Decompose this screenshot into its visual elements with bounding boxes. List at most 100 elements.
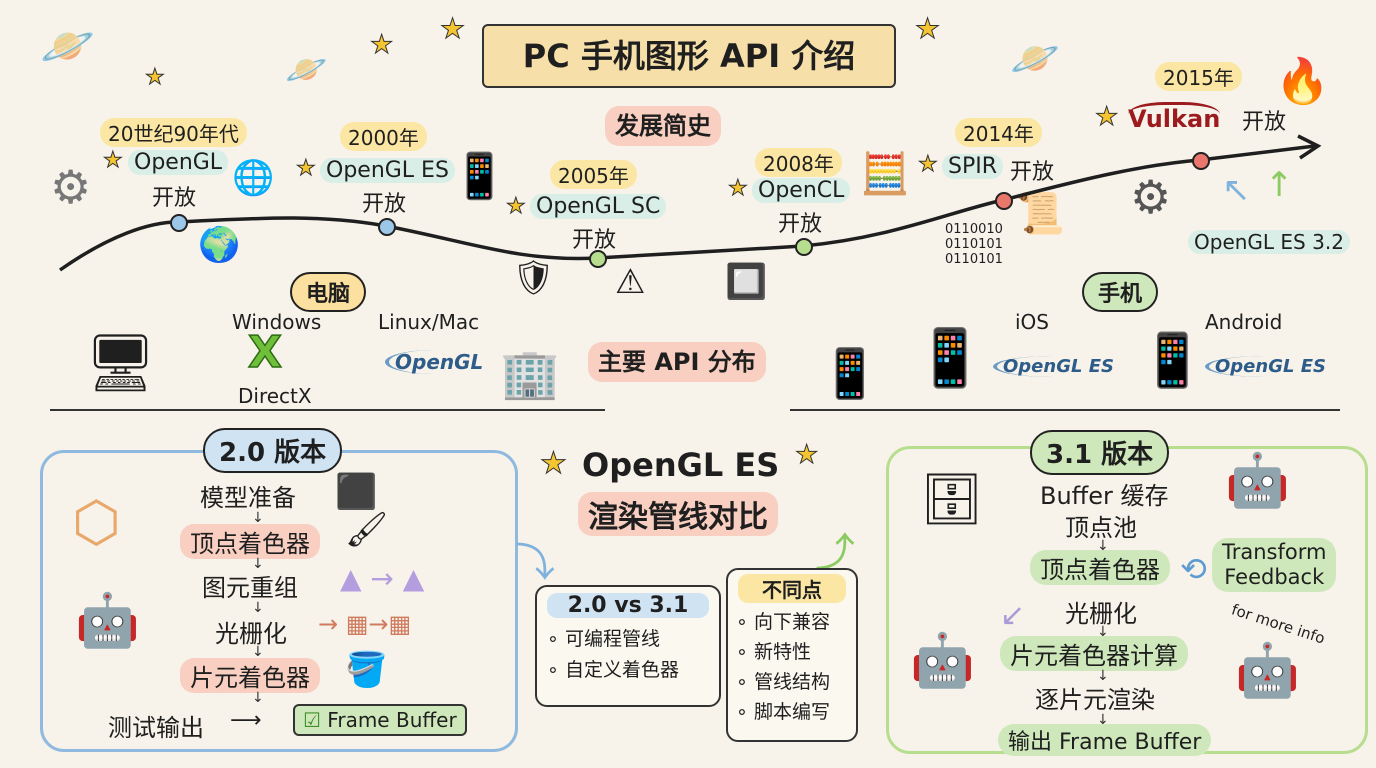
arrow-down-icon: ↓ xyxy=(252,690,264,706)
diff-item: ∘ 向下兼容 xyxy=(736,611,830,633)
gear-icon: ⚙ xyxy=(50,160,92,214)
vulkan-logo: Vulkan xyxy=(1128,102,1221,133)
globe-icon: 🌐 xyxy=(232,158,275,198)
star-icon: ★ xyxy=(794,440,819,471)
opengl-es-logo: OpenGL ES xyxy=(1205,356,1326,377)
calculator-icon: 🧮 xyxy=(860,151,910,197)
v31-step: 逐片元渲染 xyxy=(1035,686,1155,714)
star-icon: ★ xyxy=(145,65,166,91)
opengl-es-logo: OpenGL ES xyxy=(993,356,1114,377)
star-icon: ★ xyxy=(439,12,466,46)
compare-box: 2.0 vs 3.1 ∘ 可编程管线 ∘ 自定义着色器 xyxy=(535,585,721,707)
android-label: Android xyxy=(1205,310,1283,334)
phone-icon: 📱 xyxy=(452,151,507,202)
directx-logo-icon: X xyxy=(247,327,282,379)
diff-box: 不同点 ∘ 向下兼容 ∘ 新特性 ∘ 管线结构 ∘ 脚本编写 xyxy=(726,568,858,742)
v31-step: 输出 Frame Buffer xyxy=(998,724,1212,756)
cube-icon: ⬡ xyxy=(72,490,121,555)
building-icon: 🏢 xyxy=(500,346,560,402)
arrow-right-icon: ⟶ xyxy=(230,708,262,733)
test-output-label: 测试输出 xyxy=(108,714,204,742)
star-icon: ★ xyxy=(506,194,527,220)
v31-step: 顶点着色器 xyxy=(1030,550,1170,585)
transform-feedback-box: Transform Feedback xyxy=(1212,538,1337,592)
binary-icon: 0110010 0110101 0110101 xyxy=(945,222,1003,267)
v31-step: 片元着色器计算 xyxy=(1000,636,1188,671)
milestone-year: 2015年 xyxy=(1155,62,1242,91)
milestone-name: OpenGL SC xyxy=(530,194,667,219)
diff-item: ∘ 新特性 xyxy=(736,641,811,663)
compare-item: ∘ 自定义着色器 xyxy=(547,659,679,681)
milestone-status: 开放 xyxy=(1010,160,1055,185)
robot-icon: 🤖 xyxy=(1225,451,1290,511)
vulkan-engine-icon: ⚙ xyxy=(1130,170,1172,224)
brush-icon: 🖌 xyxy=(345,510,389,550)
database-icon: 🗄 xyxy=(920,470,984,528)
arrow-down-icon: ↓ xyxy=(252,510,264,526)
transform-feedback-line2: Feedback xyxy=(1224,565,1325,589)
scroll-icon: 📜 xyxy=(1015,191,1065,237)
arrow-down-icon: ↓ xyxy=(252,600,264,616)
arrow-down-icon: ↓ xyxy=(252,556,264,572)
milestone-name: SPIR xyxy=(942,154,1004,179)
triangle-icon: ▲ → ▲ xyxy=(340,562,425,595)
history-label: 发展简史 xyxy=(605,106,721,146)
v20-label: 2.0 版本 xyxy=(203,428,343,473)
diff-item: ∘ 管线结构 xyxy=(736,671,830,693)
distribution-label: 主要 API 分布 xyxy=(588,342,766,382)
milestone-name: OpenCL xyxy=(752,178,851,203)
robot-icon: 🤖 xyxy=(1235,641,1300,701)
planet-icon: 🪐 xyxy=(285,50,328,90)
milestone-status: 开放 xyxy=(362,192,407,217)
milestone-status: 开放 xyxy=(778,212,823,237)
frame-buffer-box: ☑ Frame Buffer xyxy=(293,704,467,736)
arrow-icon: ⤵ xyxy=(515,540,555,586)
compare-title: 2.0 vs 3.1 xyxy=(547,593,709,618)
v31-step: 顶点池 xyxy=(1065,514,1137,542)
frame-buffer-label: Frame Buffer xyxy=(327,708,457,732)
compare-item: ∘ 可编程管线 xyxy=(547,628,660,650)
earth-icon: 🌍 xyxy=(198,225,241,265)
cycle-arrows-icon: ⟲ xyxy=(1180,550,1207,588)
arrow-down-icon: ↓ xyxy=(1097,538,1109,554)
chip-icon: 🔲 xyxy=(725,262,768,302)
star-icon: ★ xyxy=(914,12,941,46)
star-icon: ★ xyxy=(728,176,749,202)
timeline-node-opencl xyxy=(795,238,813,256)
planet-icon: 🪐 xyxy=(1010,36,1060,82)
pc-label: 电脑 xyxy=(290,272,367,312)
timeline-node-opengl-es xyxy=(378,218,396,236)
transform-feedback-line1: Transform xyxy=(1222,540,1327,564)
fire-icon: 🔥 xyxy=(1275,56,1330,107)
center-title-2: 渲染管线对比 xyxy=(578,492,778,536)
v20-step: 顶点着色器 xyxy=(180,524,320,559)
smiling-phone-icon: 📱 xyxy=(1140,331,1205,391)
milestone-year: 2000年 xyxy=(340,122,427,151)
milestone-status: 开放 xyxy=(572,228,617,253)
v20-step: 图元重组 xyxy=(202,574,298,602)
v31-step: Buffer 缓存 xyxy=(1040,482,1169,510)
planet-icon: 🪐 xyxy=(40,21,95,72)
star-icon: ★ xyxy=(1094,102,1119,133)
linux-mac-label: Linux/Mac xyxy=(378,310,480,334)
v31-label: 3.1 版本 xyxy=(1030,430,1170,475)
arrow-up-icon: ↑ xyxy=(1265,165,1294,205)
check-icon: ☑ xyxy=(303,708,328,732)
computer-icon: 🖥 xyxy=(85,331,157,396)
timeline-node-vulkan xyxy=(1192,152,1210,170)
timeline-node-opengl xyxy=(170,214,188,232)
v20-step: 光栅化 xyxy=(215,620,287,648)
timeline-node-spir xyxy=(995,192,1013,210)
robot-icon: 🤖 xyxy=(910,631,975,691)
timeline-node-opengl-sc xyxy=(589,250,607,268)
star-icon: ★ xyxy=(540,446,568,482)
arrow-up-icon: ↖ xyxy=(1222,170,1251,210)
milestone-year: 20世纪90年代 xyxy=(100,118,247,147)
robot-icon: 🤖 xyxy=(75,591,140,651)
grid-icon: → ▦→▦ xyxy=(318,610,412,638)
milestone-year: 2005年 xyxy=(550,160,637,189)
center-title-1: OpenGL ES xyxy=(582,446,780,484)
milestone-year: 2014年 xyxy=(955,118,1042,147)
star-icon: ★ xyxy=(918,152,939,178)
milestone-name: OpenGL ES xyxy=(320,158,455,183)
